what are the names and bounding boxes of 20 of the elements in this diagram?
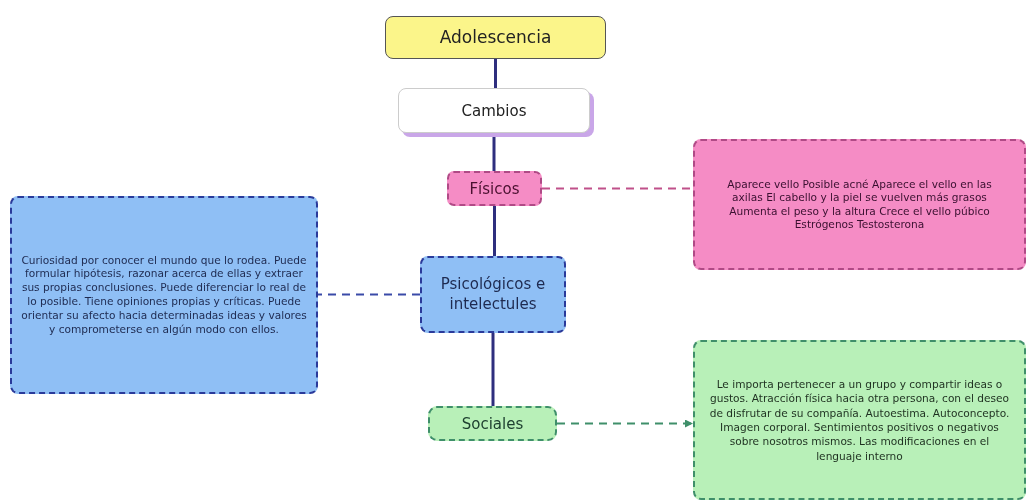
title-box (385, 16, 606, 59)
node-text: Sociales (461, 414, 524, 433)
node-text: Cambios (461, 101, 527, 120)
node-text: Físicos (469, 179, 520, 198)
connector-line (494, 59, 497, 88)
arrow (556, 419, 694, 428)
node-text: Curiosidad por conocer el mundo que lo rodea. Puede formular hipótesis, razonar acerca de ellas y extraer sus propias conclusiones. Puede diferenciar lo real de lo posible. Tiene opiniones propias y críticas. Puede orientar su afecto hacia determinadas ideas y valores y comprometerse en algún modo con ellos. (20, 253, 308, 337)
subcategory-box (420, 256, 566, 333)
node-text: Aparece vello Posible acné Aparece el vello en las axilas El cabello y la piel se vuelven más grasos Aumenta el peso y la altura Crece el vello púbico Estrógenos Testosterona (726, 178, 993, 231)
node-text: Le importa pertenecer a un grupo y compartir ideas o gustos. Atracción física hacia otra persona, con el deseo de disfrutar de su compañía. Autoestima. Autoconcepto. Imagen corporal. Sentimientos positivos o negativos sobre nosotros mismos. Las modificaciones en el lenguaje interno (709, 377, 1010, 463)
node-text: Psicológicos e intelectules (439, 275, 547, 314)
connector-line (317, 293, 421, 296)
connector-line (491, 333, 495, 406)
subcategory-box (447, 171, 542, 206)
connector-line (493, 206, 496, 256)
subcategory-box (428, 406, 557, 441)
description-box (10, 196, 318, 394)
description-box (693, 139, 1026, 270)
description-box (693, 340, 1026, 500)
node-text: Adolescencia (439, 27, 552, 48)
